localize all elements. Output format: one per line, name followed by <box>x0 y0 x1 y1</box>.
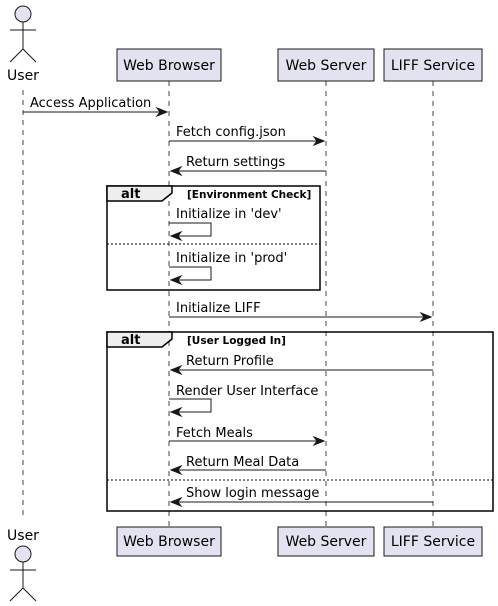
arrowhead <box>155 106 169 118</box>
alt-condition-user-logged-in: [User Logged In] <box>187 335 286 347</box>
message-label-return-profile: Return Profile <box>186 354 274 369</box>
participant-box-web-browser-top <box>116 48 222 82</box>
message-arrow-initialize-dev <box>169 222 212 237</box>
user-actor-legs <box>9 587 37 602</box>
participant-box-liff-service-bottom <box>383 526 483 557</box>
arrowhead <box>169 165 183 177</box>
participant-label-liff-service-top: LIFF Service <box>391 58 475 74</box>
user-actor-head <box>14 5 32 23</box>
alt-keyword-environment-check: alt <box>121 187 140 202</box>
arrowhead <box>169 230 183 242</box>
arrowhead <box>169 274 183 286</box>
message-label-fetch-config: Fetch config.json <box>176 125 286 140</box>
alt-keyword-user-logged-in: alt <box>121 333 140 348</box>
participant-label-user-top: User <box>7 68 39 84</box>
message-label-render-user-interface: Render User Interface <box>176 384 318 399</box>
arrowhead <box>312 435 326 447</box>
participant-box-liff-service-top <box>383 48 483 82</box>
arrowhead <box>312 135 326 147</box>
arrowhead <box>169 406 183 418</box>
message-arrow-render-user-interface <box>169 398 212 413</box>
user-actor-legs <box>9 48 37 63</box>
arrowhead <box>169 464 183 476</box>
participant-label-web-server-top: Web Server <box>286 58 367 74</box>
user-actor-top <box>9 5 37 63</box>
alt-condition-environment-check: [Environment Check] <box>187 189 311 201</box>
participant-label-web-browser-top: Web Browser <box>123 58 215 74</box>
alt-frame-user-logged-in <box>106 331 494 512</box>
message-label-fetch-meals: Fetch Meals <box>176 426 253 441</box>
message-label-access-application: Access Application <box>30 96 151 111</box>
alt-tab-environment-check <box>106 185 173 202</box>
user-actor-bottom <box>9 545 37 602</box>
participant-label-user-bottom: User <box>7 528 39 544</box>
message-label-initialize-dev: Initialize in 'dev' <box>176 207 282 222</box>
alt-tab-user-logged-in <box>106 331 173 348</box>
message-label-show-login-message: Show login message <box>186 486 319 501</box>
user-actor-head <box>14 545 32 563</box>
participant-box-web-server-top <box>277 48 375 82</box>
participant-label-web-server-bottom: Web Server <box>286 534 367 550</box>
participant-box-web-server-bottom <box>277 526 375 557</box>
arrowhead <box>169 364 183 376</box>
participant-label-web-browser-bottom: Web Browser <box>123 534 215 550</box>
message-label-return-meal-data: Return Meal Data <box>186 455 299 470</box>
message-label-initialize-liff: Initialize LIFF <box>176 301 261 316</box>
arrowhead <box>419 311 433 323</box>
alt-frame-environment-check <box>106 185 321 291</box>
message-label-initialize-prod: Initialize in 'prod' <box>176 251 287 266</box>
message-arrow-initialize-prod <box>169 266 212 281</box>
participant-label-liff-service-bottom: LIFF Service <box>391 534 475 550</box>
arrowhead <box>169 496 183 508</box>
participant-box-web-browser-bottom <box>116 526 222 557</box>
message-label-return-settings: Return settings <box>186 155 285 170</box>
